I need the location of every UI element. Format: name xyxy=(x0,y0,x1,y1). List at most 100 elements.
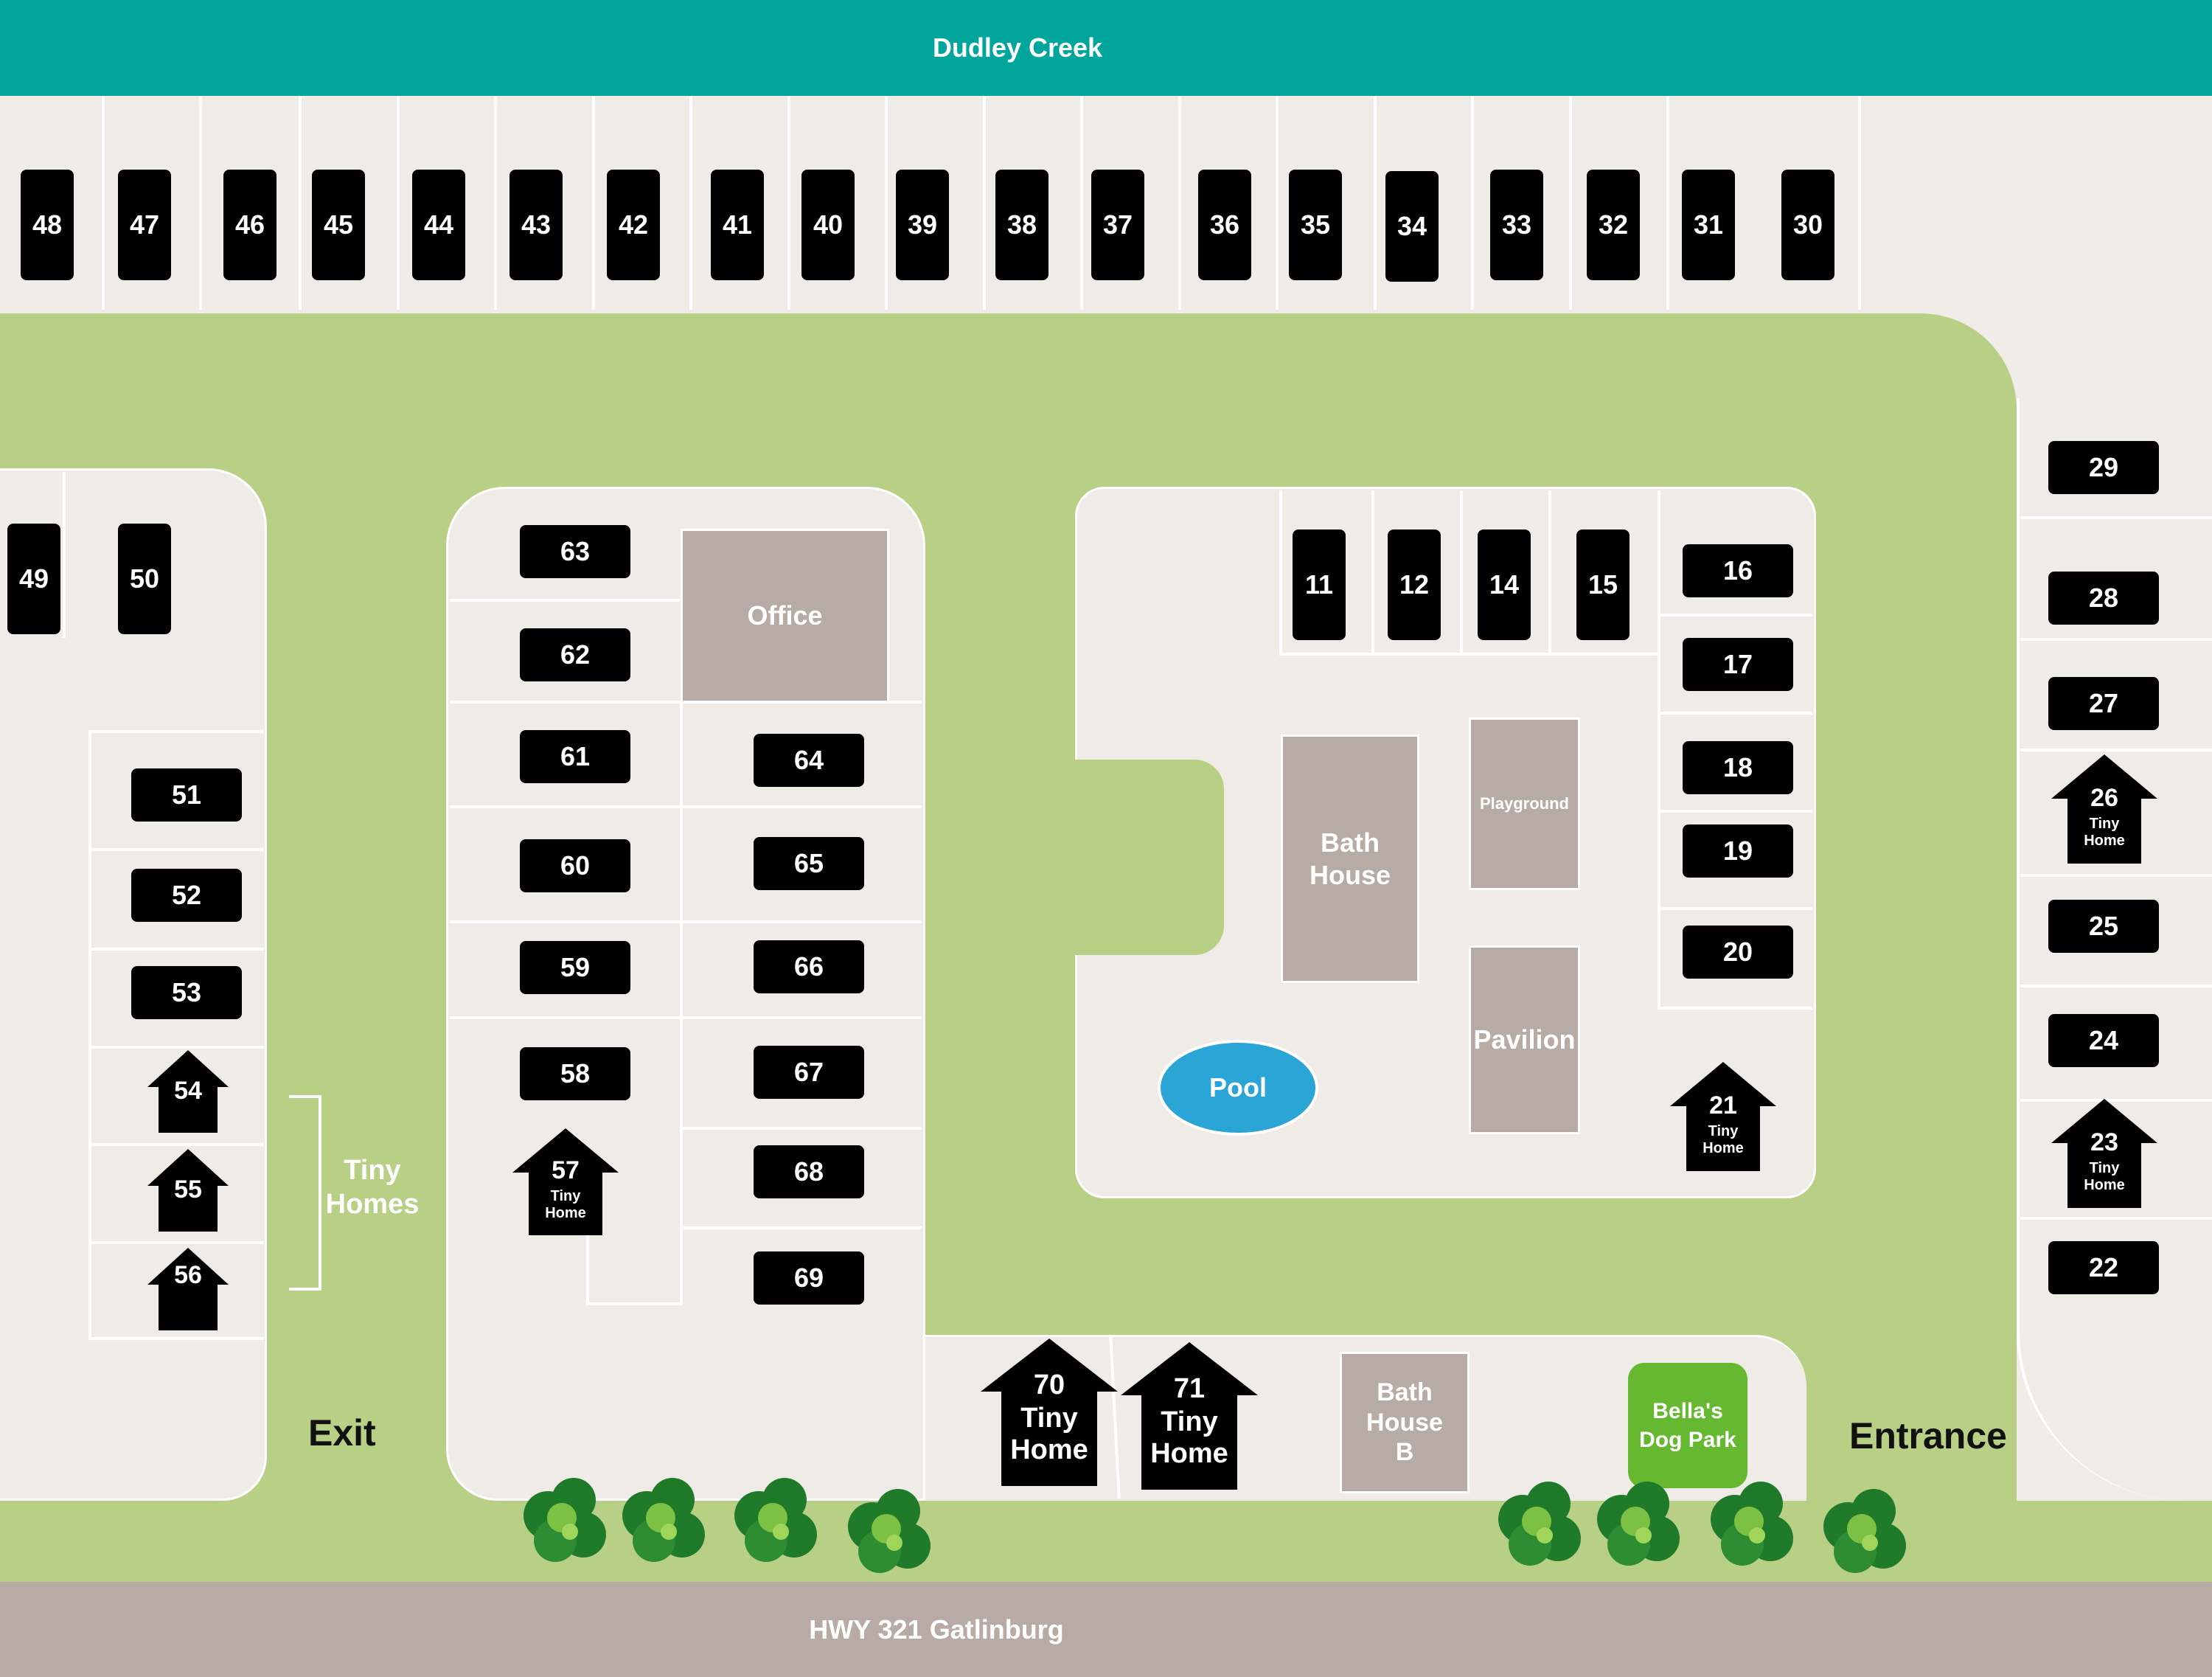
tree-icon xyxy=(728,1475,821,1568)
right-column-divider xyxy=(2020,985,2212,987)
site-51[interactable]: 51 xyxy=(131,768,242,822)
tiny-home-57[interactable]: 57 Tiny Home xyxy=(512,1128,619,1235)
top-row-divider xyxy=(689,96,692,310)
site-22[interactable]: 22 xyxy=(2048,1241,2159,1294)
site-37[interactable]: 37 xyxy=(1091,170,1144,280)
site-19[interactable]: 19 xyxy=(1683,824,1793,878)
site-number: 26 xyxy=(2090,784,2118,812)
site-62[interactable]: 62 xyxy=(520,628,630,681)
tiny-home-70[interactable]: 70 Tiny Home xyxy=(981,1339,1118,1486)
site-65[interactable]: 65 xyxy=(754,837,864,890)
highway-label: HWY 321 Gatlinburg xyxy=(809,1614,1064,1645)
site-30[interactable]: 30 xyxy=(1781,170,1834,280)
playground[interactable]: Playground xyxy=(1469,718,1580,890)
office[interactable]: Office xyxy=(681,529,889,703)
site-48[interactable]: 48 xyxy=(21,170,74,280)
site-66[interactable]: 66 xyxy=(754,940,864,993)
site-25[interactable]: 25 xyxy=(2048,900,2159,953)
site-33[interactable]: 33 xyxy=(1490,170,1543,280)
pavilion-label: Pavilion xyxy=(1473,1024,1576,1055)
site-58[interactable]: 58 xyxy=(520,1047,630,1100)
site-67[interactable]: 67 xyxy=(754,1046,864,1099)
site-11[interactable]: 11 xyxy=(1293,530,1346,640)
site-38[interactable]: 38 xyxy=(995,170,1048,280)
tree-icon xyxy=(1818,1486,1910,1579)
site-28[interactable]: 28 xyxy=(2048,572,2159,625)
site-20[interactable]: 20 xyxy=(1683,926,1793,979)
site-49[interactable]: 49 xyxy=(7,524,60,634)
middle-block-divider xyxy=(680,701,683,1305)
tiny-home-56[interactable]: 56 xyxy=(147,1248,229,1330)
tiny-home-54[interactable]: 54 xyxy=(147,1050,229,1133)
tiny-homes-bracket xyxy=(289,1095,321,1291)
pavilion[interactable]: Pavilion xyxy=(1469,945,1580,1134)
site-32[interactable]: 32 xyxy=(1587,170,1640,280)
site-47[interactable]: 47 xyxy=(118,170,171,280)
site-14[interactable]: 14 xyxy=(1478,530,1531,640)
pool[interactable]: Pool xyxy=(1158,1040,1318,1136)
site-number: 54 xyxy=(174,1077,202,1105)
top-row-divider xyxy=(299,96,302,310)
site-34[interactable]: 34 xyxy=(1385,171,1439,282)
left-block-divider xyxy=(88,730,91,1339)
tiny-home-26[interactable]: 26 Tiny Home xyxy=(2051,754,2157,864)
site-15[interactable]: 15 xyxy=(1576,530,1630,640)
bath-house-b[interactable]: Bath House B xyxy=(1340,1352,1470,1493)
entrance-label[interactable]: Entrance xyxy=(1849,1415,2007,1456)
site-24[interactable]: 24 xyxy=(2048,1014,2159,1067)
tiny-home-55[interactable]: 55 xyxy=(147,1149,229,1232)
tiny-home-caption: Home xyxy=(2084,833,2125,849)
site-53[interactable]: 53 xyxy=(131,966,242,1019)
tiny-home-21[interactable]: 21 Tiny Home xyxy=(1670,1062,1776,1171)
site-27[interactable]: 27 xyxy=(2048,677,2159,730)
tiny-homes-group-label: Tiny Homes xyxy=(325,1155,420,1220)
site-45[interactable]: 45 xyxy=(312,170,365,280)
site-39[interactable]: 39 xyxy=(896,170,949,280)
site-41[interactable]: 41 xyxy=(711,170,764,280)
site-61[interactable]: 61 xyxy=(520,730,630,783)
tiny-home-caption: Tiny xyxy=(2089,1160,2120,1176)
site-44[interactable]: 44 xyxy=(412,170,465,280)
site-36[interactable]: 36 xyxy=(1198,170,1251,280)
tiny-home-71[interactable]: 71 Tiny Home xyxy=(1121,1342,1258,1490)
site-42[interactable]: 42 xyxy=(607,170,660,280)
site-46[interactable]: 46 xyxy=(223,170,276,280)
house-roof-icon xyxy=(981,1339,1118,1392)
tiny-home-23[interactable]: 23 Tiny Home xyxy=(2051,1099,2157,1208)
site-59[interactable]: 59 xyxy=(520,941,630,994)
site-29[interactable]: 29 xyxy=(2048,441,2159,494)
office-label: Office xyxy=(747,600,823,631)
top-row-divider xyxy=(592,96,595,310)
left-block-divider xyxy=(88,1241,264,1244)
tiny-home-caption: Home xyxy=(2084,1177,2125,1193)
site-43[interactable]: 43 xyxy=(509,170,563,280)
pool-label: Pool xyxy=(1209,1072,1267,1103)
site-17[interactable]: 17 xyxy=(1683,638,1793,691)
site-35[interactable]: 35 xyxy=(1289,170,1342,280)
dog-park[interactable]: Bella's Dog Park xyxy=(1628,1363,1747,1488)
exit-label[interactable]: Exit xyxy=(308,1412,376,1454)
site-64[interactable]: 64 xyxy=(754,734,864,787)
right-column-divider xyxy=(2020,874,2212,877)
site-31[interactable]: 31 xyxy=(1682,170,1735,280)
bath-house[interactable]: Bath House xyxy=(1281,735,1419,983)
site-52[interactable]: 52 xyxy=(131,869,242,922)
top-row-divider xyxy=(1374,96,1377,310)
site-69[interactable]: 69 xyxy=(754,1251,864,1305)
site-68[interactable]: 68 xyxy=(754,1145,864,1198)
tiny-home-caption: Tiny xyxy=(1708,1123,1739,1139)
site-60[interactable]: 60 xyxy=(520,839,630,892)
site-12[interactable]: 12 xyxy=(1388,530,1441,640)
center-block-divider xyxy=(1658,712,1812,715)
center-block-divider xyxy=(1658,810,1812,813)
tree-icon xyxy=(1492,1479,1585,1572)
left-block-divider xyxy=(88,948,264,951)
site-63[interactable]: 63 xyxy=(520,525,630,578)
site-40[interactable]: 40 xyxy=(801,170,855,280)
center-notch-grass xyxy=(1073,760,1224,955)
left-block-divider xyxy=(63,472,66,638)
site-18[interactable]: 18 xyxy=(1683,741,1793,794)
site-16[interactable]: 16 xyxy=(1683,544,1793,597)
middle-block-divider xyxy=(450,805,922,808)
site-50[interactable]: 50 xyxy=(118,524,171,634)
